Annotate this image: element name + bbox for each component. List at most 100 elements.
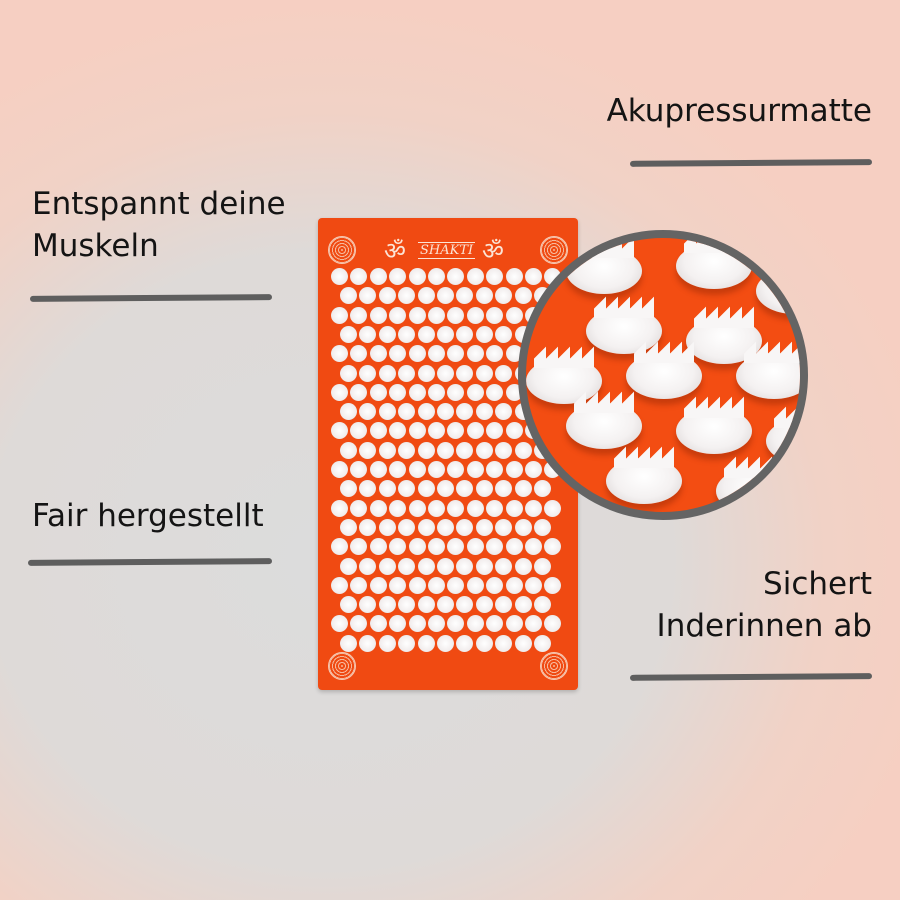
spike-disc	[505, 499, 523, 517]
spike-disc	[486, 306, 504, 324]
underline	[29, 294, 273, 302]
label-line-1: Sichert	[763, 566, 872, 602]
spike-disc	[408, 576, 426, 594]
spike-disc	[514, 634, 532, 652]
spike-disc	[495, 480, 513, 498]
magnified-spike	[586, 294, 662, 354]
spike-disc	[331, 538, 348, 556]
spike-disc	[350, 576, 368, 594]
spike-disc	[378, 634, 396, 652]
feature-label-sichert: Sichert Inderinnen ab	[657, 563, 872, 647]
spike-disc	[447, 383, 465, 401]
spike-disc	[505, 461, 523, 478]
spike-disc	[447, 268, 465, 285]
spike-disc	[359, 480, 377, 498]
spike-disc	[486, 422, 504, 440]
spike-disc	[486, 538, 504, 556]
spike-disc	[437, 596, 454, 614]
spike-disc	[456, 557, 474, 575]
spike-disc	[447, 345, 465, 363]
spike-disc	[408, 538, 426, 556]
magnified-spike	[676, 394, 752, 454]
spike-disc	[417, 557, 435, 575]
spike-disc	[447, 576, 465, 594]
spike-disc	[389, 345, 407, 363]
label-line-2: Inderinnen ab	[656, 608, 872, 644]
spike-disc	[456, 325, 474, 343]
spike-disc	[475, 441, 493, 459]
spike-disc	[466, 268, 484, 285]
spike-disc	[331, 306, 348, 324]
spike-disc	[398, 403, 416, 421]
spike-disc	[408, 345, 426, 363]
spike-disc	[514, 441, 532, 459]
spike-disc	[389, 461, 407, 478]
spike-disc	[340, 364, 357, 382]
spike-disc	[340, 518, 357, 536]
spike-disc	[428, 306, 445, 324]
spike-disc	[378, 480, 396, 498]
spike-disc	[417, 480, 435, 498]
spike-disc	[331, 499, 348, 517]
spike-disc	[369, 422, 387, 440]
spike-disc	[369, 576, 387, 594]
spike-disc	[495, 596, 513, 614]
spike-disc	[495, 518, 513, 536]
spike-disc	[495, 441, 513, 459]
spike-disc	[447, 422, 465, 440]
spike-disc	[369, 345, 387, 363]
spike-disc	[447, 461, 465, 478]
spike-disc	[514, 557, 532, 575]
brand-logo: SHAKTI	[418, 242, 476, 259]
spike-disc	[495, 403, 513, 421]
spike-disc	[475, 287, 493, 305]
spike-disc	[398, 518, 416, 536]
spike-disc	[340, 557, 357, 575]
spike-disc	[447, 615, 465, 633]
spike-disc	[456, 518, 474, 536]
mandala-icon	[540, 652, 568, 680]
spike-disc	[369, 306, 387, 324]
spike-disc	[495, 557, 513, 575]
om-icon: ॐ	[384, 237, 406, 265]
spike-disc	[437, 634, 454, 652]
spike-disc	[514, 287, 532, 305]
spike-disc	[525, 461, 542, 478]
spike-disc	[417, 634, 435, 652]
spike-disc	[486, 268, 504, 285]
spike-disc	[428, 422, 445, 440]
spike-disc	[475, 364, 493, 382]
spike-disc	[359, 403, 377, 421]
spike-disc	[466, 422, 484, 440]
spike-disc	[447, 306, 465, 324]
spike-disc	[456, 596, 474, 614]
spike-disc	[486, 576, 504, 594]
spike-disc	[525, 538, 542, 556]
spike-disc	[456, 364, 474, 382]
spike-disc	[350, 615, 368, 633]
spike-disc	[437, 325, 454, 343]
magnified-spike	[716, 454, 792, 512]
spike-disc	[350, 383, 368, 401]
spike-disc	[534, 634, 551, 652]
spike-disc	[437, 480, 454, 498]
spike-disc	[544, 499, 562, 517]
spike-disc	[447, 499, 465, 517]
spike-disc	[466, 576, 484, 594]
spike-disc	[359, 518, 377, 536]
spike-disc	[486, 499, 504, 517]
feature-label-entspannt: Entspannt deine Muskeln	[32, 183, 286, 267]
spike-disc	[369, 383, 387, 401]
spike-disc	[378, 287, 396, 305]
spike-disc	[486, 345, 504, 363]
spike-disc	[378, 596, 396, 614]
spike-disc	[359, 596, 377, 614]
spike-disc	[398, 634, 416, 652]
spike-disc	[495, 364, 513, 382]
spike-disc	[456, 403, 474, 421]
spike-disc	[408, 499, 426, 517]
spike-disc	[428, 576, 445, 594]
spike-disc	[331, 576, 348, 594]
spike-disc	[340, 596, 357, 614]
spike-disc	[475, 557, 493, 575]
